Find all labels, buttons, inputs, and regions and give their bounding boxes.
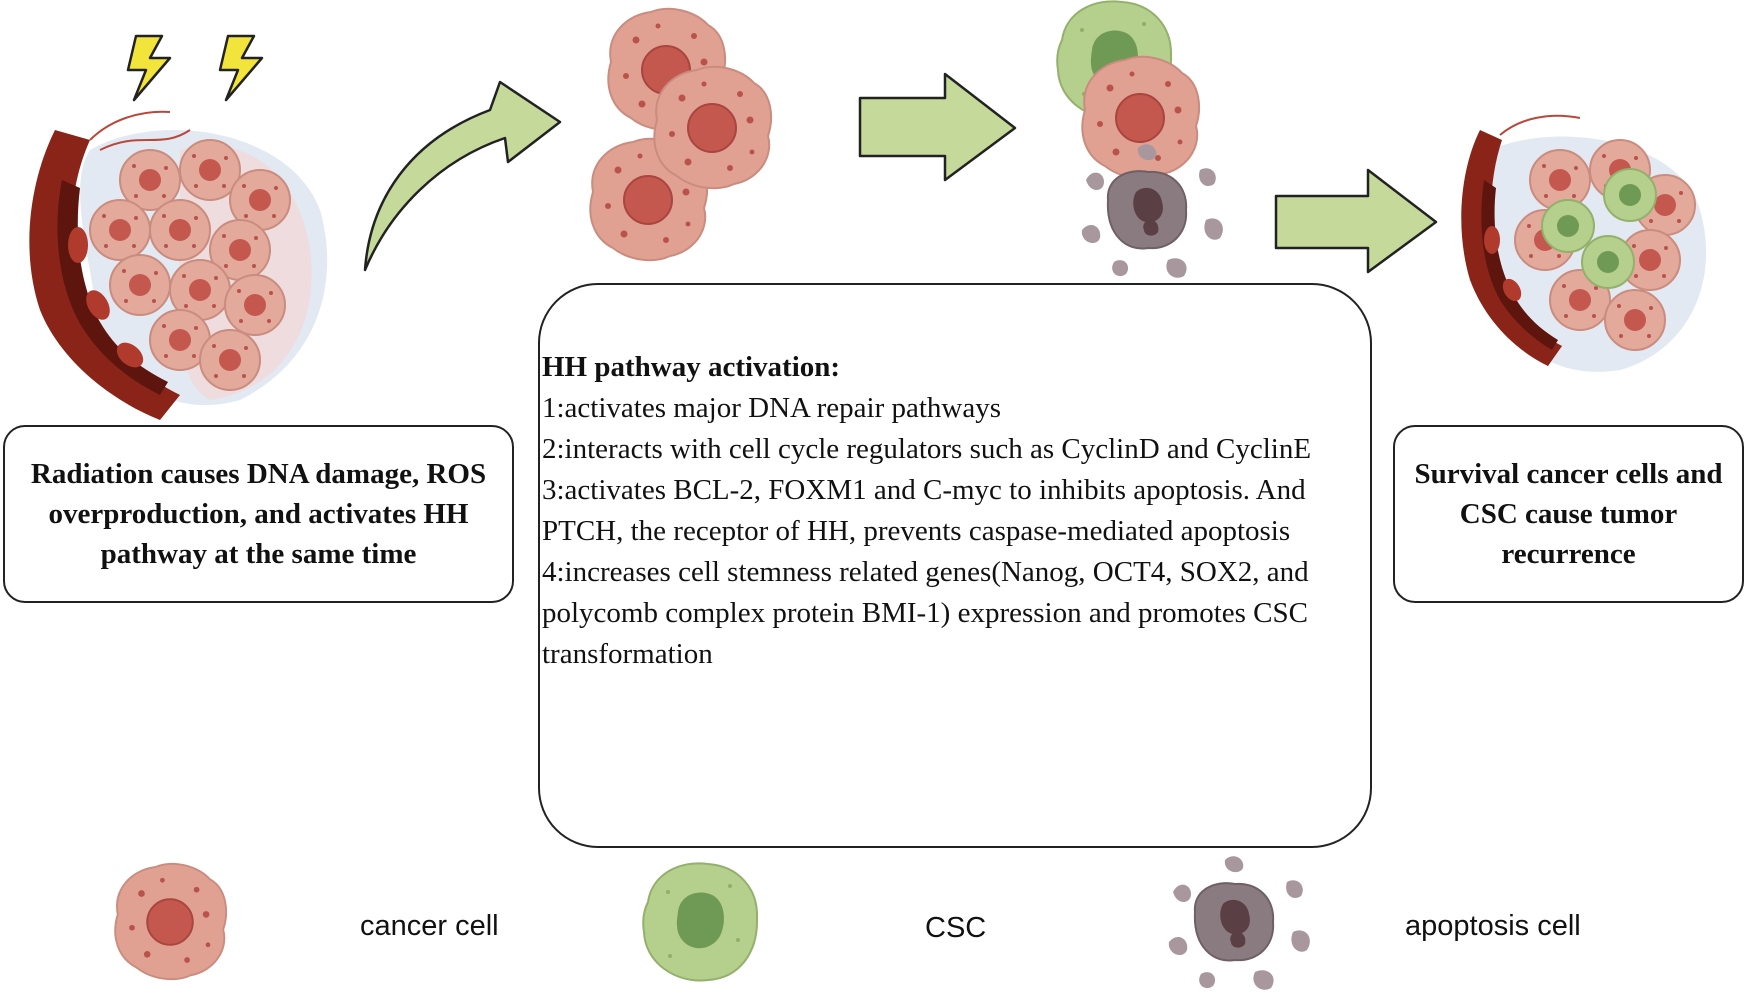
legend-apoptosis-cell-label: apoptosis cell: [1405, 910, 1581, 942]
survival-box: Survival cancer cells and CSC cause tumo…: [1393, 425, 1744, 603]
survival-text: Survival cancer cells and CSC cause tumo…: [1414, 458, 1723, 570]
legend-cancer-cell-label: cancer cell: [360, 910, 499, 942]
lightning-icon: [218, 34, 264, 102]
hh-pathway-item: 1:activates major DNA repair pathways: [542, 392, 1002, 424]
legend-csc-label: CSC: [925, 912, 987, 944]
radiation-effect-box: Radiation causes DNA damage, ROS overpro…: [3, 425, 514, 603]
cancer-cell-cluster: [589, 7, 773, 262]
cell-fate-cluster: [1056, 0, 1224, 279]
hh-pathway-item: 3:activates BCL-2, FOXM1 and C-myc to in…: [542, 474, 1306, 547]
blood-vessel-icon: [29, 130, 180, 420]
hh-pathway-item: 2:interacts with cell cycle regulators s…: [542, 433, 1312, 465]
hh-pathway-box: HH pathway activation: 1:activates major…: [538, 283, 1372, 848]
recurrent-tumor-illustration: [1461, 114, 1707, 372]
blood-vessel-icon: [1461, 130, 1562, 366]
tumor-illustration: [29, 110, 328, 420]
arrow-icon: [363, 80, 562, 272]
hh-pathway-item: 4:increases cell stemness related genes(…: [542, 556, 1309, 670]
legend-apoptosis-cell-icon: [1167, 855, 1311, 991]
lightning-icon: [126, 34, 172, 102]
radiation-effect-text: Radiation causes DNA damage, ROS overpro…: [30, 458, 487, 570]
hh-pathway-title: HH pathway activation:: [542, 351, 841, 383]
legend-csc-icon: [642, 862, 759, 982]
arrow-icon: [1274, 168, 1438, 274]
legend-cancer-cell-icon: [114, 862, 228, 981]
arrow-icon: [858, 72, 1017, 182]
